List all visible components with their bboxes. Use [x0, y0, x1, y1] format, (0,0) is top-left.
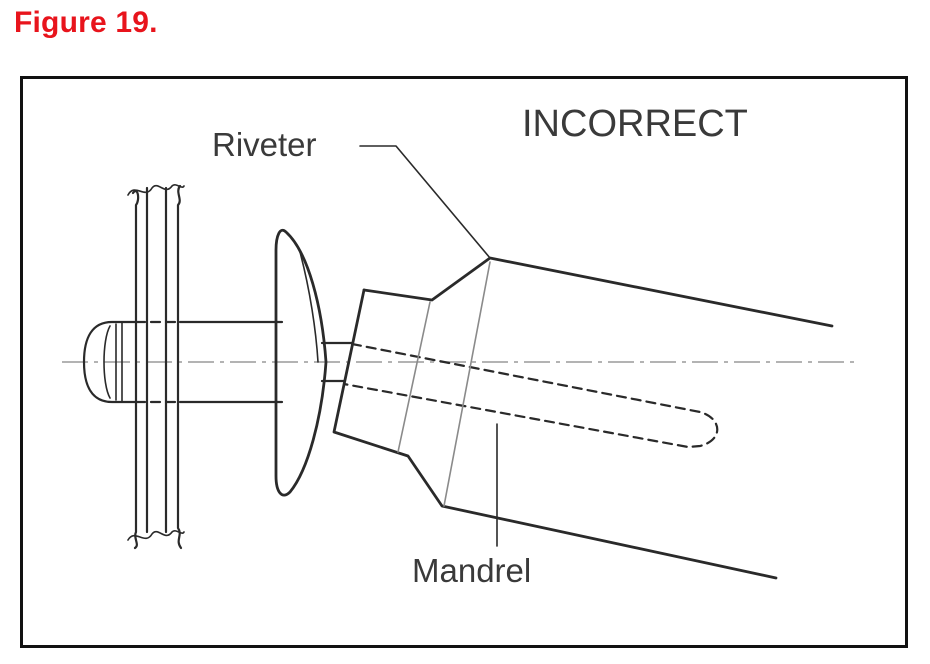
incorrect-status-label: INCORRECT [522, 103, 748, 145]
rivet-shank [134, 320, 284, 404]
rivet-blind-head [82, 320, 138, 404]
riveter-leader-line [359, 145, 491, 259]
mandrel-label: Mandrel [412, 552, 531, 589]
rivet-flange-head [274, 228, 328, 497]
riveter-body [332, 256, 834, 580]
sheet-layers [127, 184, 185, 550]
figure-title: Figure 19. [14, 6, 158, 39]
mandrel-stem [320, 341, 719, 449]
riveter-label: Riveter [212, 126, 317, 163]
